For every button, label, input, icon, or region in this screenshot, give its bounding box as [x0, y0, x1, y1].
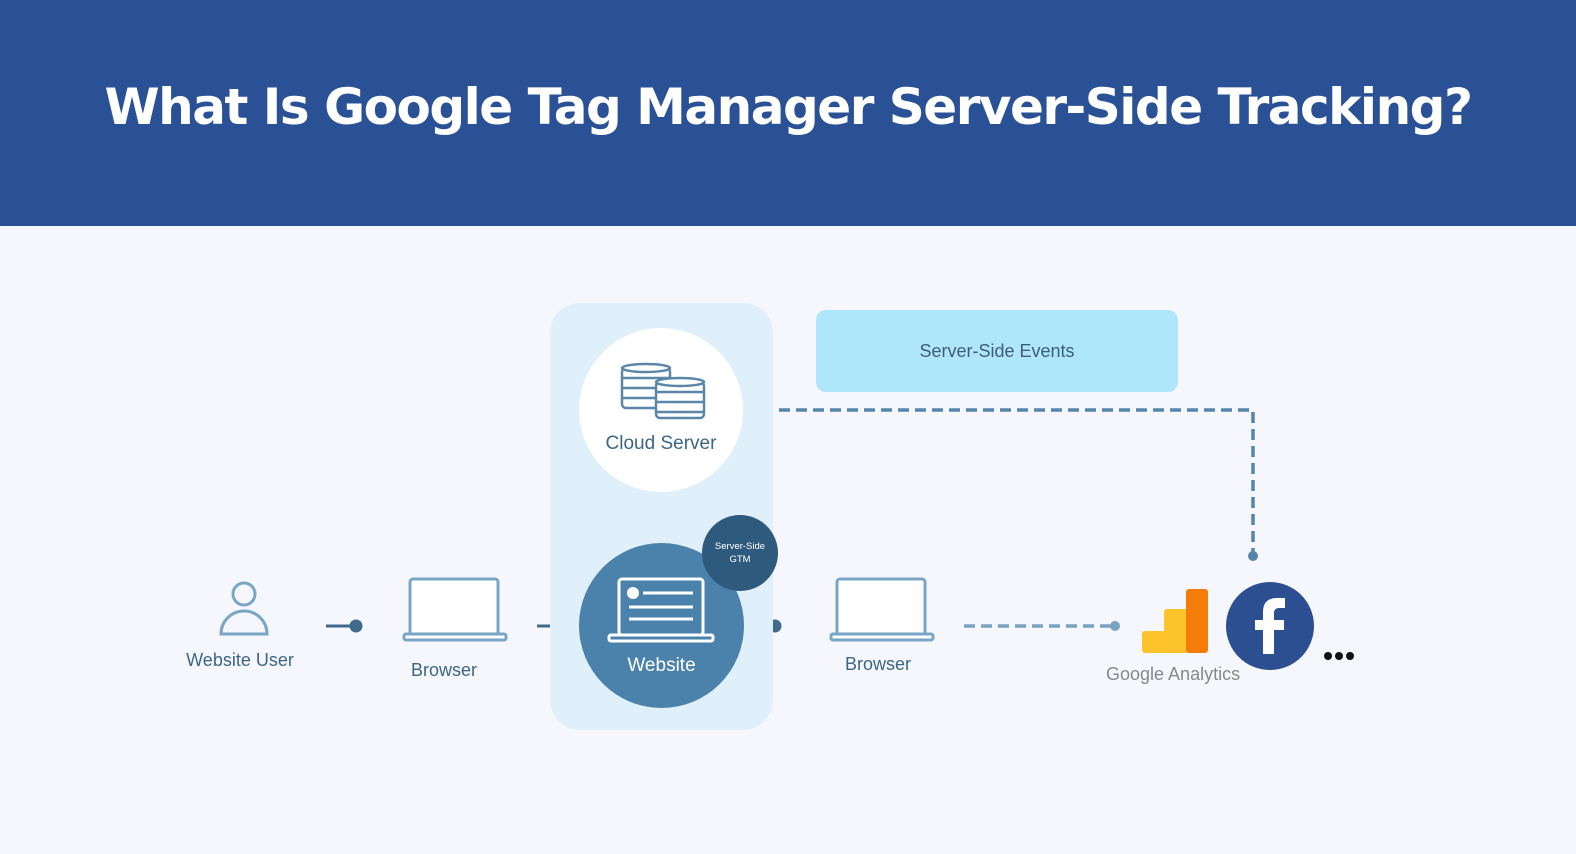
website-user-label: Website User — [186, 650, 294, 670]
laptop-icon — [402, 577, 508, 642]
more-icon — [1323, 648, 1357, 666]
cloud-server-node: Cloud Server — [579, 328, 743, 492]
facebook-icon — [1226, 582, 1314, 670]
google-analytics-icon — [1142, 589, 1208, 653]
database-icon — [620, 362, 706, 420]
gtm-line1: Server-Side — [714, 541, 766, 552]
cloud-server-label: Cloud Server — [605, 433, 717, 454]
website-label: Website — [627, 655, 696, 676]
server-side-events-label: Server-Side Events — [919, 340, 1075, 361]
laptop-icon — [829, 577, 935, 642]
title-banner: What Is Google Tag Manager Server-Side T… — [0, 0, 1576, 226]
google-analytics-label: Google Analytics — [1106, 664, 1241, 684]
browser-left-label: Browser — [410, 660, 477, 680]
user-icon — [219, 581, 269, 636]
page-title: What Is Google Tag Manager Server-Side T… — [104, 78, 1473, 136]
laptop-page-icon — [607, 577, 715, 643]
browser-right-label: Browser — [844, 654, 911, 674]
server-side-gtm-badge: Server-Side GTM — [702, 515, 778, 591]
server-side-events-box: Server-Side Events — [816, 310, 1178, 392]
gtm-line2: GTM — [729, 554, 751, 565]
